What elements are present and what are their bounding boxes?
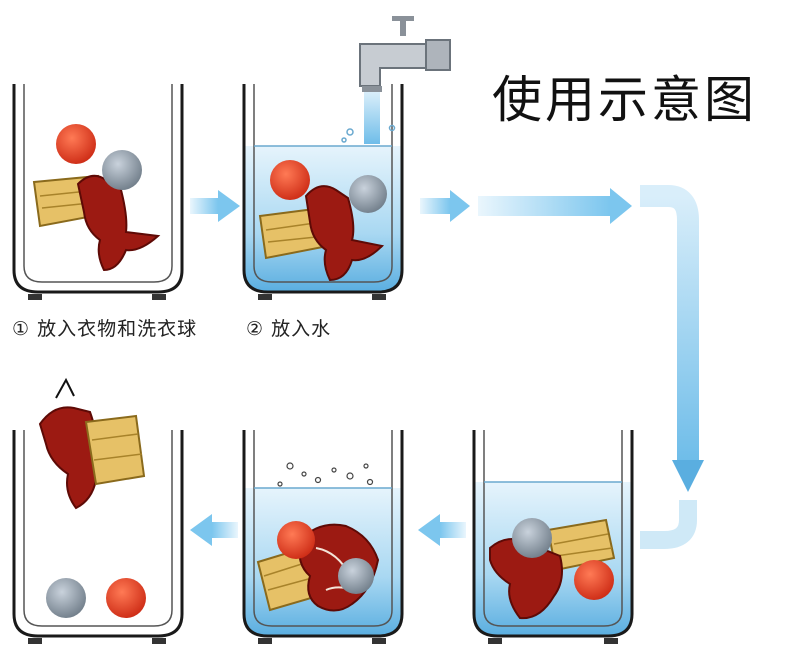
red-ball	[56, 124, 96, 164]
red-ball	[574, 560, 614, 600]
step2-marker: ②	[246, 318, 265, 340]
faucet	[359, 16, 451, 92]
step2-caption: ② 放入水	[246, 314, 331, 341]
step3-contents	[489, 518, 616, 620]
flow-arrow-3-to-4	[418, 514, 466, 546]
gray-ball	[102, 150, 142, 190]
garment	[304, 185, 385, 282]
flow-arrow-4-to-5	[190, 514, 238, 546]
flow-arrow-1-to-2	[190, 190, 240, 222]
step1-marker: ①	[12, 318, 31, 340]
step1-label: 放入衣物和洗衣球	[37, 318, 198, 340]
red-ball	[106, 578, 146, 618]
step4-contents	[256, 521, 380, 612]
flow-arrow-2-to-3	[420, 185, 704, 549]
sponge	[84, 414, 146, 486]
diagram-title: 使用示意图	[492, 71, 757, 129]
gray-ball	[349, 175, 387, 213]
red-ball	[270, 160, 310, 200]
water-stream	[341, 92, 396, 144]
step1-contents	[32, 124, 161, 272]
step2-label: 放入水	[271, 318, 332, 340]
gray-ball	[512, 518, 552, 558]
step2-contents	[258, 160, 387, 282]
gray-ball	[338, 558, 374, 594]
red-ball	[277, 521, 315, 559]
bubbles	[277, 462, 374, 487]
step5-contents	[38, 377, 146, 618]
gray-ball	[46, 578, 86, 618]
step1-caption: ① 放入衣物和洗衣球	[12, 314, 197, 341]
